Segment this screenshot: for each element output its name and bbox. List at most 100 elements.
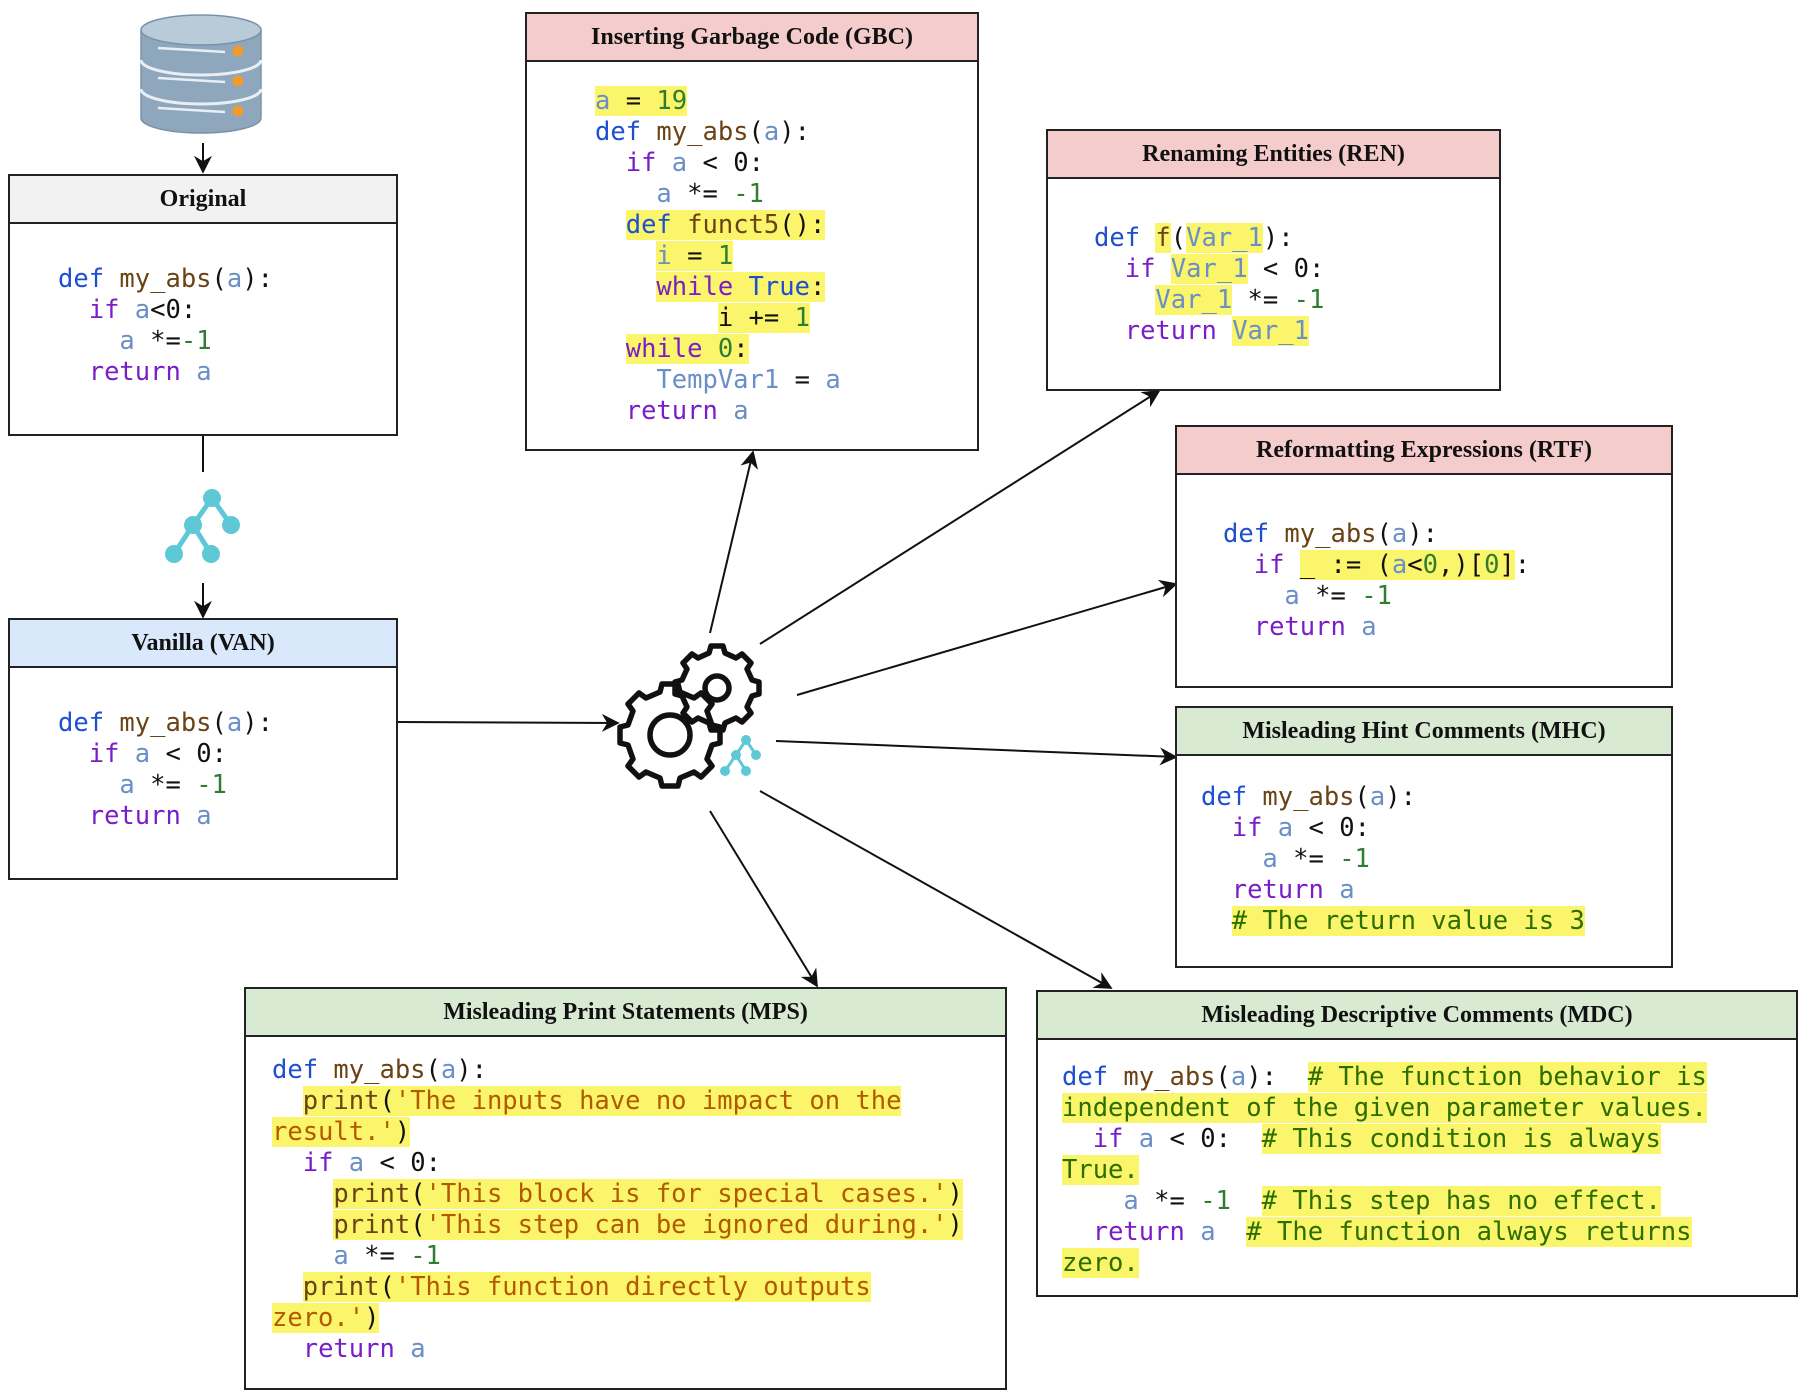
gears-icon [617, 643, 762, 789]
code-token: 1 [717, 241, 734, 271]
code-line: print('The inputs have no impact on the [272, 1086, 902, 1116]
code-token: *= [1232, 285, 1294, 315]
code-line: i += 1 [595, 303, 810, 333]
code-token: a [348, 1148, 365, 1178]
code-token [595, 210, 626, 240]
code-token: return [88, 801, 181, 831]
code-token: return [302, 1334, 395, 1364]
code-token: if [88, 739, 120, 769]
code-token: a [733, 396, 749, 426]
code-token [272, 1086, 303, 1116]
code-line: print('This block is for special cases.'… [272, 1179, 963, 1209]
code-token: def [58, 708, 105, 738]
code-line: def my_abs(a): [58, 708, 273, 738]
code-token: ) [364, 1303, 380, 1333]
code-token: def [1223, 519, 1270, 549]
code-line: i = 1 [595, 241, 734, 271]
code-token: print [302, 1272, 380, 1302]
code-token: Var_1 [1155, 285, 1233, 315]
code-line: def f(Var_1): [1094, 223, 1294, 253]
code-line: if Var_1 < 0: [1094, 254, 1324, 284]
code-token: *= [134, 770, 197, 800]
arrow-to-rtf [796, 579, 1178, 696]
code-token: def [272, 1055, 319, 1085]
ren-box: Renaming Entities (REN) def f(Var_1): if… [1046, 129, 1501, 391]
code-token [1324, 875, 1339, 905]
code-token [656, 148, 671, 178]
code-line: if _ := (a<0,)[0]: [1223, 550, 1530, 580]
code-line: if a < 0: [272, 1148, 441, 1178]
code-token: a [134, 739, 151, 769]
code-line: def funct5(): [595, 210, 826, 240]
code-token [1223, 550, 1254, 580]
code-line: a *= -1 [272, 1241, 441, 1271]
code-token: a [196, 357, 212, 387]
code-token: 1 [794, 303, 810, 333]
code-token: if [1124, 254, 1156, 284]
code-line: zero. [1062, 1248, 1139, 1278]
code-token: _ := ( [1299, 550, 1392, 580]
code-line: return a [1223, 612, 1377, 642]
original-title: Original [10, 176, 396, 224]
code-token: print [302, 1086, 380, 1116]
code-token [671, 210, 688, 240]
code-token: a [671, 148, 688, 178]
code-token: a [226, 708, 243, 738]
code-token: if [625, 148, 657, 178]
code-token [58, 295, 89, 325]
code-token: a [763, 117, 780, 147]
code-token: while [625, 334, 703, 364]
code-line: print('This step can be ignored during.'… [272, 1210, 963, 1240]
code-token: ) [947, 1210, 963, 1240]
code-token: a [226, 264, 243, 294]
code-token: a [825, 365, 841, 395]
code-line: if a<0: [58, 295, 197, 325]
code-line: while 0: [595, 334, 749, 364]
code-token: f [1155, 223, 1171, 253]
code-token: return [1253, 612, 1346, 642]
code-token [1216, 1217, 1247, 1247]
code-token: def [595, 117, 642, 147]
code-token: my_abs [656, 117, 749, 147]
code-token: def [1201, 782, 1248, 812]
mhc-title: Misleading Hint Comments (MHC) [1177, 708, 1671, 756]
code-token: ( [211, 708, 227, 738]
code-token: a [410, 1334, 426, 1364]
code-token: ): [242, 708, 273, 738]
code-token: a [196, 801, 212, 831]
code-token [1062, 1186, 1123, 1216]
code-token [272, 1148, 303, 1178]
code-token: ): [242, 264, 273, 294]
code-line: a *= -1 [1201, 844, 1370, 874]
code-token [718, 396, 733, 426]
code-token [595, 334, 626, 364]
code-token: a [1391, 519, 1408, 549]
code-token: -1 [733, 179, 764, 209]
code-token: my_abs [333, 1055, 426, 1085]
code-token: # This condition is always [1261, 1124, 1661, 1154]
code-token: ( [379, 1086, 395, 1116]
code-token: -1 [1293, 285, 1325, 315]
code-token [1269, 519, 1284, 549]
code-line: a *= -1 [1223, 581, 1392, 611]
code-token: < 0: [687, 148, 764, 178]
code-token: <0: [150, 295, 197, 325]
code-token: if [302, 1148, 334, 1178]
code-token: Var_1 [1186, 223, 1263, 253]
code-token: Var_1 [1170, 254, 1248, 284]
code-token: a [119, 770, 135, 800]
arrow-to-mdc [759, 790, 1113, 989]
code-token [58, 801, 89, 831]
code-token [1346, 612, 1361, 642]
code-line: return a [58, 801, 212, 831]
code-token: ): [456, 1055, 487, 1085]
code-token [1277, 1062, 1308, 1092]
code-token [272, 1210, 333, 1240]
code-token [318, 1055, 333, 1085]
code-token: if [1253, 550, 1285, 580]
code-token: if [1231, 813, 1263, 843]
code-token [272, 1241, 333, 1271]
code-line: a = 19 [595, 86, 688, 116]
code-token: a [1200, 1217, 1216, 1247]
code-token: ( [1215, 1062, 1231, 1092]
